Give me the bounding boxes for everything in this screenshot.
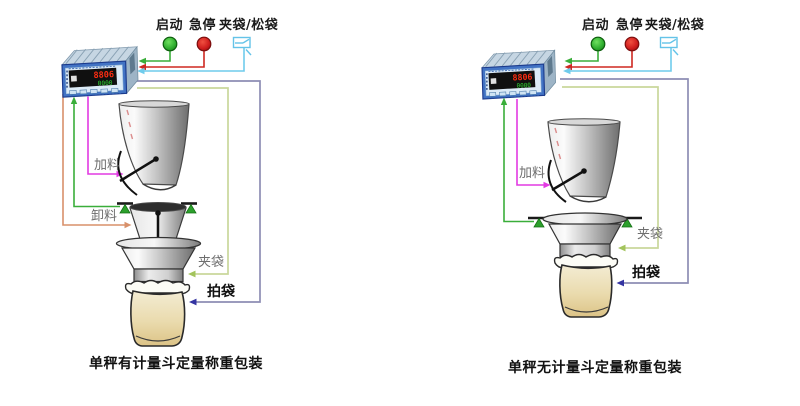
- feed-hopper: [547, 118, 621, 203]
- estop-button[interactable]: [196, 36, 212, 52]
- clamp-switch-icon[interactable]: [659, 36, 679, 56]
- start-label: 启动: [582, 18, 610, 33]
- weight-signal-wire: [70, 96, 120, 208]
- bag: [559, 264, 613, 318]
- pat-bag-label: 拍袋: [632, 265, 660, 281]
- estop-label: 急停: [616, 18, 644, 33]
- load-cell-icon: [119, 203, 131, 214]
- load-cell-icon: [185, 203, 197, 214]
- weighing-controller[interactable]: [481, 49, 557, 100]
- load-cell-icon: [621, 217, 633, 228]
- right-diagram: [481, 36, 689, 318]
- bag-clamp-funnel: [115, 236, 202, 295]
- clamp-bag-wire: [137, 87, 229, 278]
- clamp-switch-wire: [137, 47, 245, 75]
- left-caption: 单秤有计量斗定量称重包装: [89, 356, 263, 372]
- pat-bag-label: 拍袋: [207, 284, 235, 300]
- clamp-switch-icon[interactable]: [232, 36, 252, 56]
- pat-bag-wire: [560, 78, 689, 287]
- estop-button[interactable]: [624, 36, 640, 52]
- feed-wire: [516, 99, 551, 189]
- discharge-label: 卸料: [91, 209, 118, 224]
- clamp-switch-wire: [563, 47, 672, 75]
- clamp-bag-label: 夹袋: [637, 227, 664, 242]
- start-label: 启动: [156, 18, 184, 33]
- weight-signal-wire: [500, 97, 534, 223]
- feed-hopper: [117, 100, 190, 196]
- clamp-release-label: 夹袋/松袋: [219, 18, 279, 33]
- estop-label: 急停: [189, 18, 217, 33]
- clamp-bag-wire: [562, 86, 659, 252]
- feed-gate: [547, 159, 587, 203]
- feed-label: 加料: [94, 158, 121, 173]
- feed-gate: [117, 150, 159, 196]
- bag-clamp-funnel: [528, 212, 642, 269]
- bag: [130, 290, 186, 347]
- clamp-bag-label: 夹袋: [198, 255, 225, 270]
- pat-bag-wire: [134, 80, 261, 306]
- feed-label: 加料: [519, 166, 546, 181]
- start-button[interactable]: [590, 36, 606, 52]
- weighing-controller[interactable]: [61, 46, 139, 98]
- start-button[interactable]: [162, 36, 178, 52]
- start-wire: [564, 50, 599, 65]
- start-wire: [138, 50, 171, 65]
- discharge-wire: [62, 94, 132, 229]
- clamp-release-label: 夹袋/松袋: [645, 18, 705, 33]
- watermark-marks: [554, 127, 562, 160]
- watermark-marks: [126, 109, 134, 140]
- left-diagram: [61, 36, 261, 347]
- right-caption: 单秤无计量斗定量称重包装: [508, 360, 682, 376]
- load-cell-icon: [533, 217, 545, 228]
